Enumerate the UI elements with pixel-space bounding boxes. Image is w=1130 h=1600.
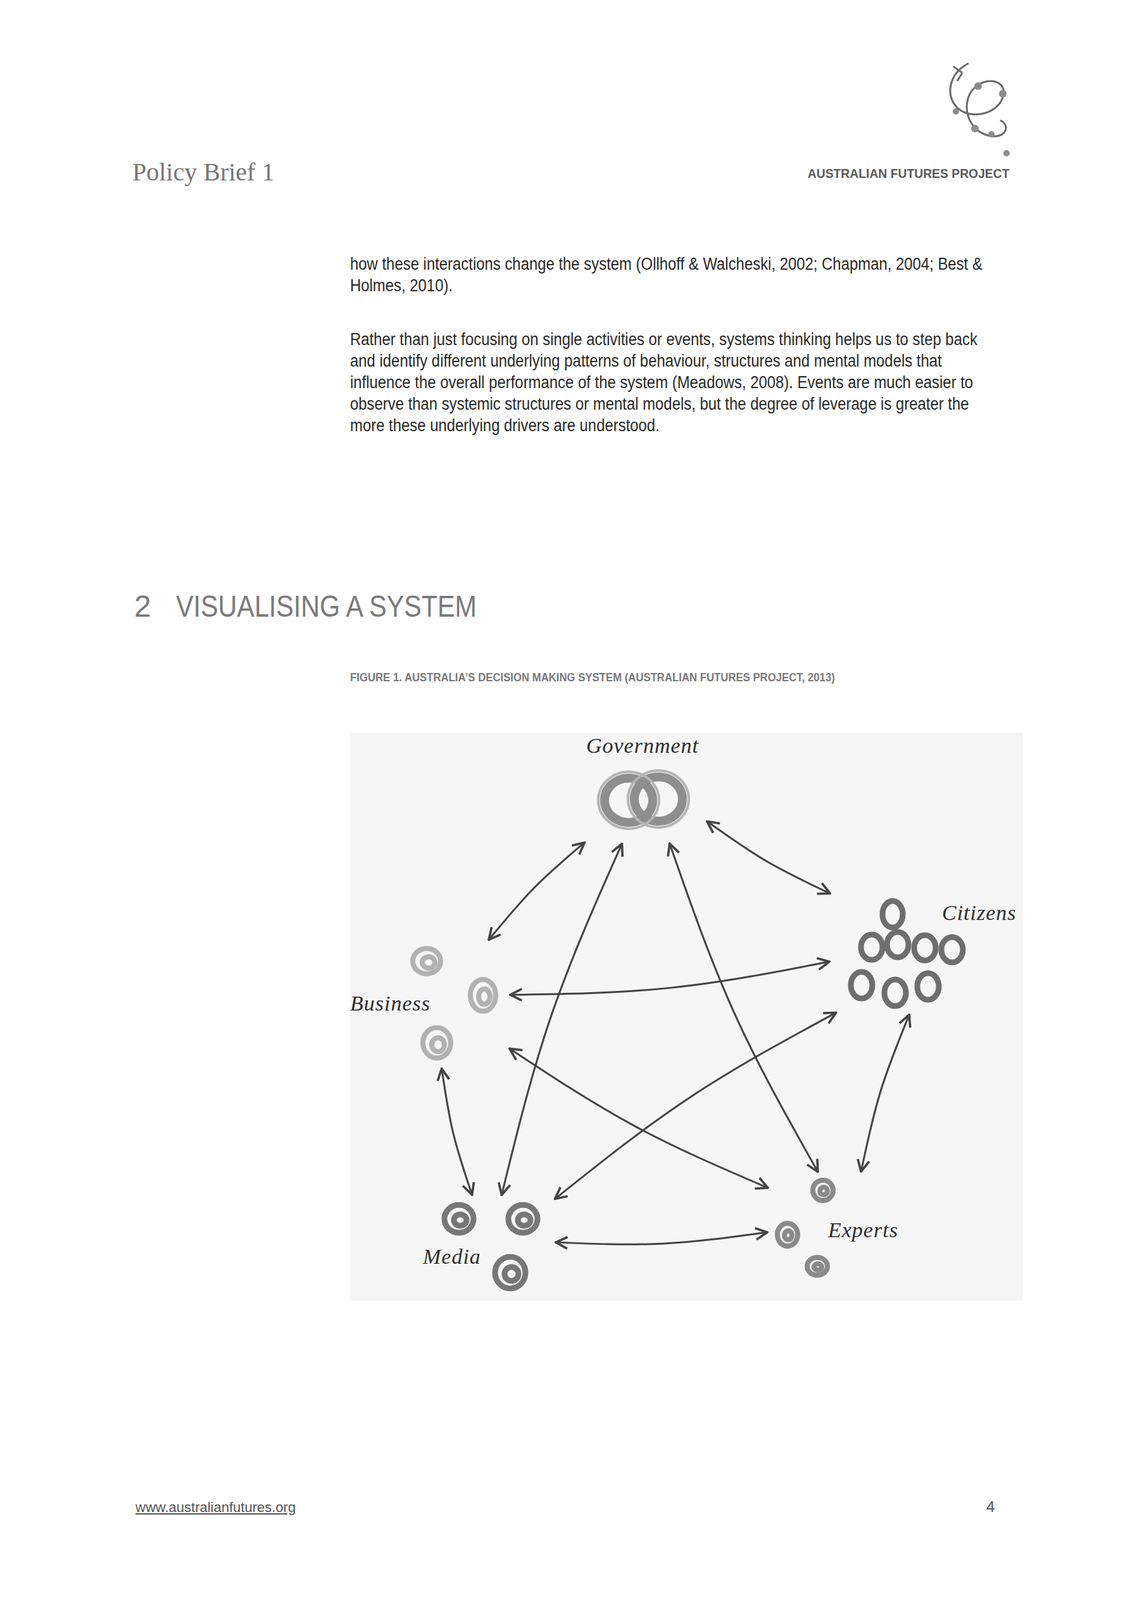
group-label: Citizens xyxy=(941,900,1017,927)
influence-arrow xyxy=(669,843,818,1172)
influence-arrow xyxy=(488,842,585,941)
section-number: 2 xyxy=(134,588,152,624)
group-label: Business xyxy=(350,990,431,1017)
figure-ground xyxy=(350,732,1024,1301)
body-paragraph: Rather than just focusing on single acti… xyxy=(350,328,995,437)
footer-url: www.australianfutures.org xyxy=(135,1499,296,1516)
page-header: Policy Brief 1 xyxy=(132,156,275,187)
actor-group: Citizens xyxy=(834,892,1024,1010)
influence-arrow xyxy=(555,1012,837,1199)
government-scribble xyxy=(598,770,689,829)
influence-arrow xyxy=(510,961,830,995)
logo-dots xyxy=(952,82,1010,157)
figure-caption: FIGURE 1. AUSTRALIA’S DECISION MAKING SY… xyxy=(350,671,835,685)
influence-arrow xyxy=(509,1048,768,1188)
experts-swirls xyxy=(777,1180,834,1275)
group-label: Government xyxy=(586,733,699,760)
group-label: Media xyxy=(422,1243,482,1270)
actor-group: Media xyxy=(417,1199,551,1292)
body-paragraph: how these interactions change the system… xyxy=(350,253,995,297)
group-label: Experts xyxy=(828,1217,899,1244)
influence-arrow xyxy=(501,843,622,1196)
actor-group: Experts xyxy=(772,1176,915,1281)
influence-arrow xyxy=(441,1068,473,1195)
influence-arrow xyxy=(707,821,830,894)
page-number: 4 xyxy=(986,1497,995,1516)
section-heading: VISUALISING A SYSTEM xyxy=(175,588,477,624)
logo-mark xyxy=(950,63,1006,137)
influence-arrow xyxy=(555,1231,768,1244)
actor-group: Business xyxy=(346,943,506,1064)
government-rings xyxy=(604,776,683,823)
actor-group: Government xyxy=(582,728,703,839)
logo-wordmark: AUSTRALIAN FUTURES PROJECT xyxy=(807,165,1010,182)
influence-arrow xyxy=(860,1014,910,1172)
